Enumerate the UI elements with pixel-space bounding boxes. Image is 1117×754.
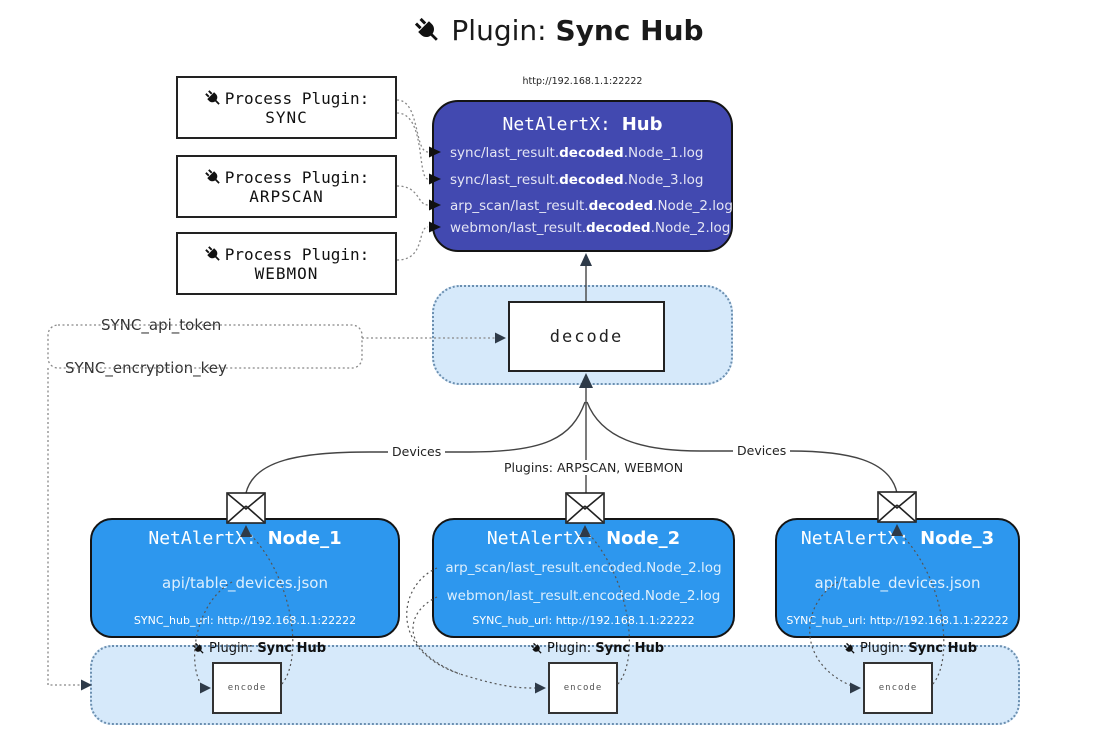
node-hub-url: SYNC_hub_url: http://192.168.1.1:22222 (472, 614, 695, 627)
plugins-label-center: Plugins: ARPSCAN, WEBMON (500, 460, 688, 475)
node-3-box: NetAlertX: Node_3 api/table_devices.json… (775, 518, 1020, 638)
hub-log-line: arp_scan/last_result.decoded.Node_2.log (450, 198, 733, 214)
encoder-plugin-label: Plugin: Sync Hub (843, 641, 977, 656)
node-1-box: NetAlertX: Node_1 api/table_devices.json… (90, 518, 400, 638)
process-plugin-name: ARPSCAN (249, 186, 324, 206)
process-plugin-name: WEBMON (254, 263, 319, 283)
node-file-line: arp_scan/last_result.encoded.Node_2.log (445, 560, 722, 576)
hub-log-line: webmon/last_result.decoded.Node_2.log (450, 220, 731, 236)
encode-box: encode (548, 662, 618, 714)
decode-box: decode (508, 301, 665, 372)
plug-icon (204, 168, 223, 187)
process-plugin-label: Process Plugin: (224, 167, 370, 187)
node-title: NetAlertX: Node_2 (486, 528, 681, 549)
node-title: NetAlertX: Node_3 (800, 528, 995, 549)
process-plugin-label: Process Plugin: (224, 244, 370, 264)
hub-url-label: http://192.168.1.1:22222 (522, 76, 643, 87)
hub-box: NetAlertX: Hub sync/last_result.decoded.… (432, 100, 733, 252)
plug-icon (192, 642, 206, 656)
plug-icon (530, 642, 544, 656)
process-plugin-sync: Process Plugin: SYNC (176, 76, 397, 139)
process-plugin-webmon: Process Plugin: WEBMON (176, 232, 397, 295)
devices-label-left: Devices (388, 444, 446, 459)
page-title: Plugin: Sync Hub (0, 14, 1117, 47)
hub-log-line: sync/last_result.decoded.Node_1.log (450, 145, 704, 161)
plugin-to-hub-connectors (396, 99, 429, 261)
node-file-line: api/table_devices.json (814, 574, 981, 592)
plug-icon (204, 89, 223, 108)
node-hub-url: SYNC_hub_url: http://192.168.1.1:22222 (786, 614, 1009, 627)
node-file-line: api/table_devices.json (162, 574, 328, 592)
plug-icon (843, 642, 857, 656)
sync-encryption-key-label: SYNC_encryption_key (60, 359, 232, 377)
hub-title: NetAlertX: Hub (502, 114, 663, 135)
node-2-box: NetAlertX: Node_2 arp_scan/last_result.e… (432, 518, 735, 638)
encoder-plugin-label: Plugin: Sync Hub (530, 641, 664, 656)
hub-log-line: sync/last_result.decoded.Node_3.log (450, 172, 704, 188)
devices-label-right: Devices (733, 443, 791, 458)
encode-box: encode (863, 662, 933, 714)
plug-icon (413, 16, 443, 46)
process-plugin-name: SYNC (265, 107, 308, 127)
page-title-text: Plugin: Sync Hub (451, 14, 704, 47)
plug-icon (204, 245, 223, 264)
node-title: NetAlertX: Node_1 (148, 528, 342, 549)
sync-api-token-label: SYNC_api_token (96, 316, 227, 334)
node-hub-url: SYNC_hub_url: http://192.168.1.1:22222 (133, 614, 357, 627)
process-plugin-label: Process Plugin: (224, 88, 370, 108)
node-to-decode-curves (245, 373, 898, 494)
encode-box: encode (212, 662, 282, 714)
process-plugin-arpscan: Process Plugin: ARPSCAN (176, 155, 397, 218)
node-file-line: webmon/last_result.encoded.Node_2.log (446, 588, 721, 604)
encoder-plugin-label: Plugin: Sync Hub (192, 641, 326, 656)
